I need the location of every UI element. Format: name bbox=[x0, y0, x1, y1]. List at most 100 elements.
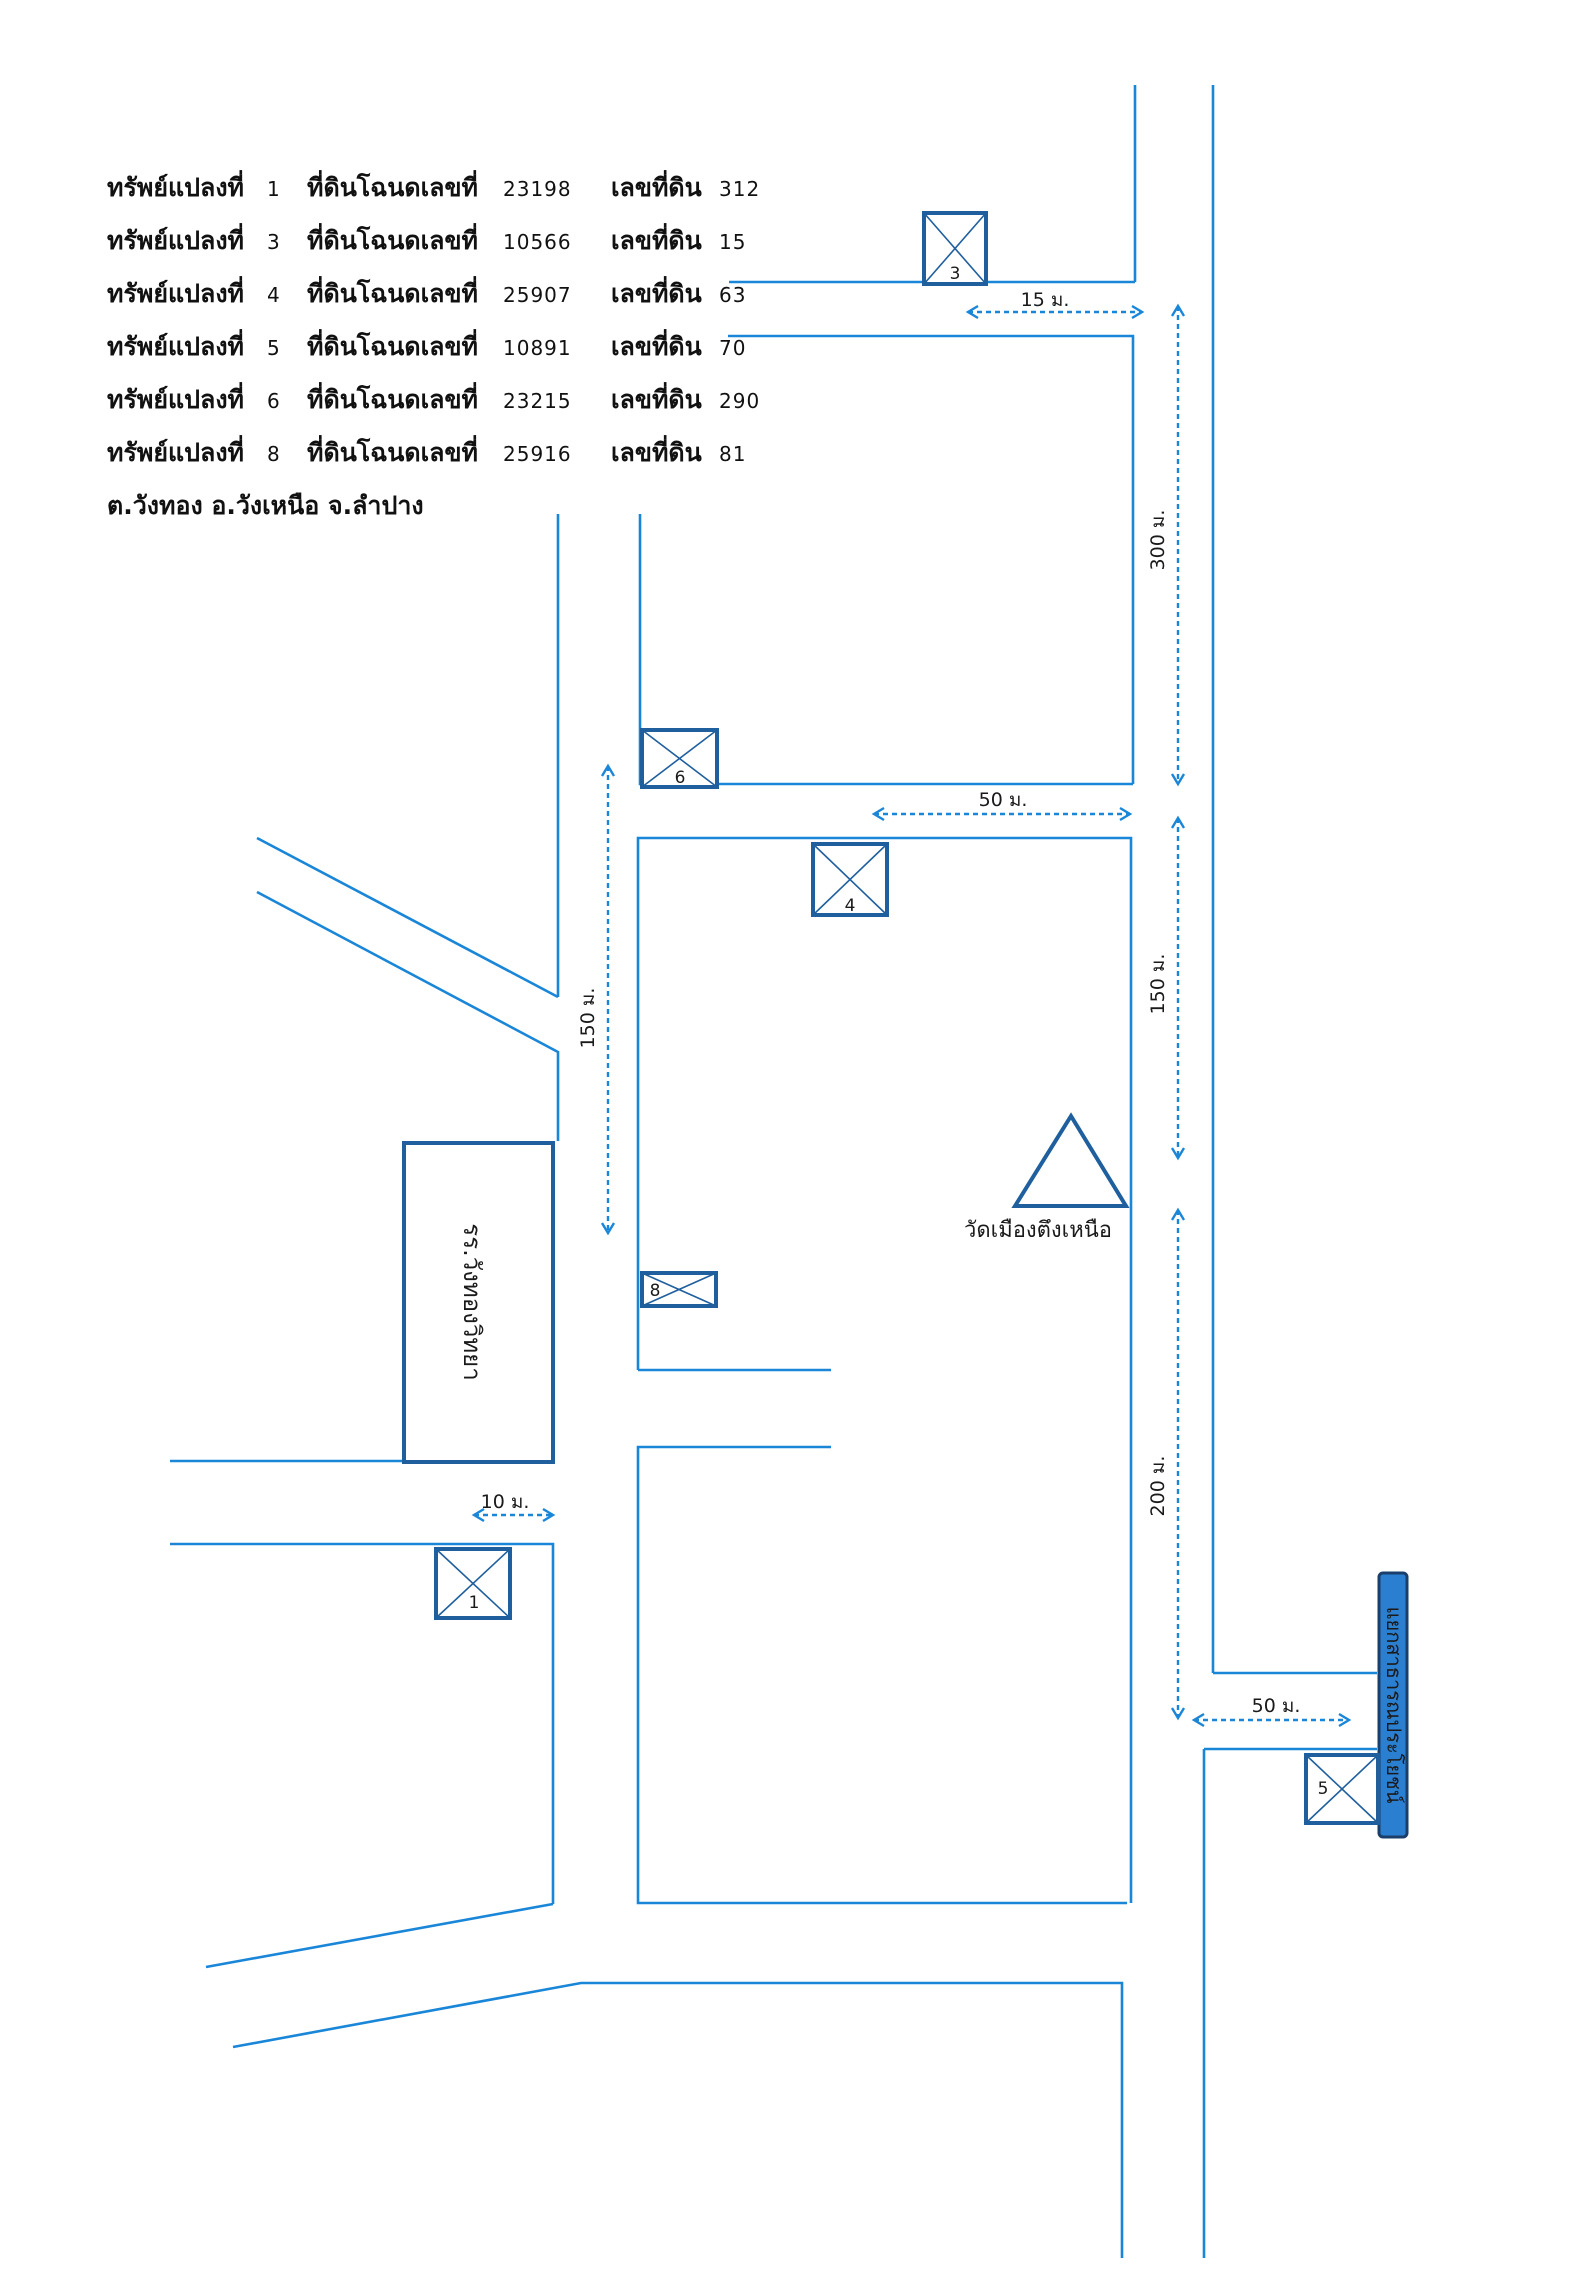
location-text: ต.วังทอง อ.วังเหนือ จ.ลำปาง bbox=[107, 491, 424, 520]
parcel-4-marker: 4 bbox=[811, 842, 889, 917]
dim-arrowhead bbox=[965, 304, 979, 320]
parcel-6-label: 6 bbox=[675, 768, 686, 788]
legend-row: ทรัพย์แปลงที่ 1 ที่ดินโฉนดเลขที่ 23198 เ… bbox=[107, 168, 779, 221]
deed-number: 10891 bbox=[503, 336, 572, 360]
parcel-number: 1 bbox=[267, 177, 281, 201]
parcel-label: ทรัพย์แปลงที่ bbox=[107, 385, 245, 414]
parcel-x-line bbox=[923, 212, 987, 285]
distance-label: 150 ม. bbox=[577, 988, 599, 1049]
distance-label: 150 ม. bbox=[1147, 954, 1169, 1015]
legend-row: ทรัพย์แปลงที่ 5 ที่ดินโฉนดเลขที่ 10891 เ… bbox=[107, 327, 779, 380]
deed-number: 10566 bbox=[503, 230, 572, 254]
parcel-number: 4 bbox=[267, 283, 281, 307]
distance-label: 10 ม. bbox=[481, 1491, 530, 1513]
distance-label: 300 ม. bbox=[1147, 510, 1169, 571]
parcel-1-label: 1 bbox=[469, 1593, 480, 1613]
deed-label: ที่ดินโฉนดเลขที่ bbox=[307, 385, 479, 414]
parcel-legend: ทรัพย์แปลงที่ 1 ที่ดินโฉนดเลขที่ 23198 เ… bbox=[107, 168, 779, 532]
dim-arrowhead bbox=[1131, 304, 1145, 320]
bottom-road-north bbox=[205, 1902, 554, 1969]
deed-number: 23198 bbox=[503, 177, 572, 201]
land-label: เลขที่ดิน bbox=[611, 279, 702, 308]
dim-arrowhead bbox=[1191, 1712, 1205, 1728]
parcel-markers: 3 6 4 8 1 bbox=[434, 211, 1380, 1825]
land-label: เลขที่ดิน bbox=[611, 226, 702, 255]
junction-sign bbox=[1377, 1571, 1409, 1839]
deed-label: ที่ดินโฉนดเลขที่ bbox=[307, 173, 479, 202]
legend-row: ทรัพย์แปลงที่ 3 ที่ดินโฉนดเลขที่ 10566 เ… bbox=[107, 221, 779, 274]
deed-label: ที่ดินโฉนดเลขที่ bbox=[307, 226, 479, 255]
parcel-number: 6 bbox=[267, 389, 281, 413]
deed-number: 25907 bbox=[503, 283, 572, 307]
parcel-number: 3 bbox=[267, 230, 281, 254]
diagonal-road-south bbox=[256, 890, 560, 1141]
land-number: 312 bbox=[719, 177, 761, 201]
parcel-4-label: 4 bbox=[845, 896, 856, 916]
dim-arrowhead bbox=[1170, 1707, 1186, 1721]
bottom-road-south bbox=[232, 1981, 1124, 2258]
road-1-south bbox=[170, 1542, 555, 1904]
land-label: เลขที่ดิน bbox=[611, 332, 702, 361]
school-building bbox=[402, 1141, 555, 1464]
parcel-label: ทรัพย์แปลงที่ bbox=[107, 279, 245, 308]
legend-row: ทรัพย์แปลงที่ 8 ที่ดินโฉนดเลขที่ 25916 เ… bbox=[107, 433, 779, 486]
parcel-label: ทรัพย์แปลงที่ bbox=[107, 438, 245, 467]
diagonal-road-north bbox=[256, 836, 559, 999]
dim-arrowhead bbox=[871, 806, 885, 822]
parcel-5-marker: 5 bbox=[1304, 1753, 1380, 1825]
dim-arrowhead bbox=[600, 1222, 616, 1236]
parcel-3-marker: 3 bbox=[922, 211, 988, 286]
parcel-3-label: 3 bbox=[950, 264, 961, 284]
junction-label: แยกสาธารณประโยชน์ bbox=[1382, 1607, 1406, 1804]
distance-label: 50 ม. bbox=[1252, 1695, 1301, 1717]
land-label: เลขที่ดิน bbox=[611, 385, 702, 414]
distance-labels: 15 ม. 300 ม. 50 ม. 150 ม. 150 ม. 200 ม. … bbox=[481, 289, 1301, 1717]
parcel-label: ทรัพย์แปลงที่ bbox=[107, 173, 245, 202]
dim-arrowhead bbox=[1170, 303, 1186, 317]
parcel-x-line bbox=[1305, 1754, 1379, 1824]
deed-label: ที่ดินโฉนดเลขที่ bbox=[307, 279, 479, 308]
road-network bbox=[170, 85, 1377, 2258]
distance-label: 200 ม. bbox=[1147, 1456, 1169, 1517]
temple-label: วัดเมืองตึงเหนือ bbox=[964, 1218, 1112, 1243]
parcel-5-label: 5 bbox=[1318, 1779, 1329, 1799]
parcel-number: 8 bbox=[267, 442, 281, 466]
distance-label: 15 ม. bbox=[1021, 289, 1070, 311]
temple-block-outline bbox=[636, 836, 1133, 1903]
parcel-x-line bbox=[435, 1548, 511, 1619]
dim-arrowhead bbox=[1170, 1147, 1186, 1161]
deed-label: ที่ดินโฉนดเลขที่ bbox=[307, 438, 479, 467]
parcel-1-marker: 1 bbox=[434, 1547, 512, 1620]
parcel-number: 5 bbox=[267, 336, 281, 360]
legend-row: ทรัพย์แปลงที่ 4 ที่ดินโฉนดเลขที่ 25907 เ… bbox=[107, 274, 779, 327]
land-number: 15 bbox=[719, 230, 747, 254]
deed-number: 23215 bbox=[503, 389, 572, 413]
distance-label: 50 ม. bbox=[979, 789, 1028, 811]
dim-arrowhead bbox=[1338, 1712, 1352, 1728]
dim-arrowhead bbox=[1119, 806, 1133, 822]
parcel-label: ทรัพย์แปลงที่ bbox=[107, 226, 245, 255]
parcel-x-line bbox=[812, 843, 888, 916]
dim-arrowhead bbox=[542, 1507, 556, 1523]
dim-arrowhead bbox=[1170, 815, 1186, 829]
dim-arrowhead bbox=[600, 763, 616, 777]
temple-triangle-icon bbox=[1011, 1112, 1130, 1208]
land-number: 63 bbox=[719, 283, 747, 307]
parcel-8-marker: 8 bbox=[640, 1271, 718, 1308]
land-label: เลขที่ดิน bbox=[611, 173, 702, 202]
deed-label: ที่ดินโฉนดเลขที่ bbox=[307, 332, 479, 361]
land-number: 70 bbox=[719, 336, 747, 360]
lower-block-outline bbox=[636, 1445, 1127, 1905]
parcel-6-marker: 6 bbox=[640, 728, 719, 789]
parcel-label: ทรัพย์แปลงที่ bbox=[107, 332, 245, 361]
land-number: 290 bbox=[719, 389, 761, 413]
land-number: 81 bbox=[719, 442, 747, 466]
dim-arrowhead bbox=[471, 1507, 485, 1523]
dim-arrowhead bbox=[1170, 1207, 1186, 1221]
dim-arrowhead bbox=[1170, 773, 1186, 787]
parcel-8-label: 8 bbox=[650, 1281, 661, 1301]
parcel-x-line bbox=[641, 729, 718, 788]
soi-3-south-edge bbox=[728, 334, 1135, 784]
school-label: รร.วังทองวิทยา bbox=[458, 1223, 486, 1380]
